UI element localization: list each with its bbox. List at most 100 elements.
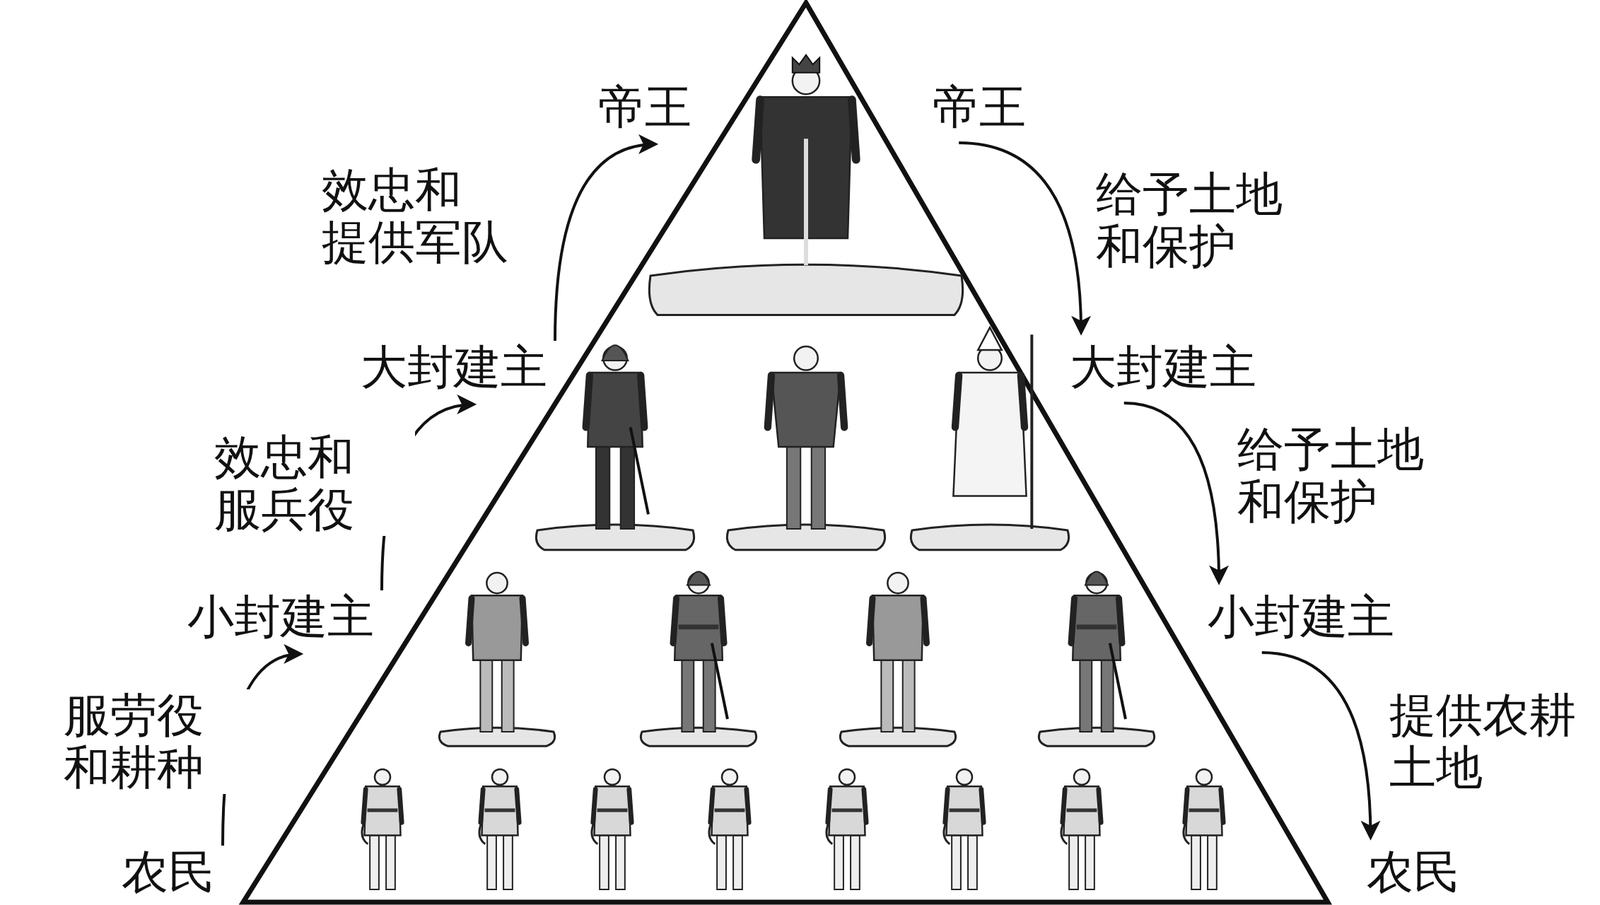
figure	[869, 572, 927, 732]
arm	[923, 598, 927, 644]
sickle	[361, 822, 368, 845]
pedestal	[726, 524, 885, 551]
body	[1064, 786, 1101, 835]
body	[771, 372, 841, 447]
arm	[1020, 375, 1025, 428]
arm	[1062, 789, 1065, 823]
belt	[597, 808, 628, 812]
arm	[863, 789, 867, 823]
arm	[1184, 789, 1188, 823]
leg	[480, 660, 493, 732]
rank-label: 农民	[1362, 842, 1465, 903]
rank-text: 农民	[121, 845, 215, 900]
arrow-label: 提供农耕 土地	[1389, 689, 1591, 794]
figure	[943, 769, 984, 890]
sickle	[709, 822, 715, 845]
figure	[953, 327, 1032, 529]
rank-label: 农民	[117, 842, 220, 903]
body	[829, 786, 866, 835]
sickle	[1061, 822, 1067, 845]
leg	[620, 446, 635, 529]
belt	[485, 808, 516, 812]
arm	[767, 375, 772, 428]
belt	[1189, 808, 1220, 812]
arm	[673, 598, 677, 644]
head	[1073, 769, 1090, 785]
sword	[1110, 643, 1126, 720]
leg	[501, 660, 515, 732]
figure	[755, 55, 857, 266]
figure	[1183, 769, 1224, 890]
curved-arrow	[1124, 403, 1219, 582]
arm	[593, 789, 596, 823]
figure	[673, 571, 728, 732]
pedestal	[535, 524, 694, 551]
leg	[880, 660, 893, 732]
sickle	[826, 822, 833, 845]
figure	[826, 769, 867, 890]
sickle	[1183, 822, 1190, 845]
pedestal	[640, 727, 756, 746]
arm	[721, 598, 725, 644]
leg	[786, 446, 801, 529]
head	[839, 769, 855, 785]
leg	[1191, 835, 1201, 891]
body	[946, 786, 983, 835]
leg	[716, 835, 727, 891]
arm	[1119, 598, 1123, 644]
pedestal	[439, 727, 555, 746]
leg	[386, 835, 396, 891]
leg	[681, 660, 694, 732]
figure	[479, 769, 519, 890]
head	[374, 769, 391, 785]
mitre	[977, 327, 1002, 350]
figure	[591, 769, 632, 890]
head	[721, 769, 738, 785]
body	[872, 595, 924, 661]
leg	[503, 835, 513, 891]
head	[793, 346, 819, 371]
body	[587, 372, 642, 447]
sword	[711, 643, 728, 720]
leg	[951, 835, 961, 891]
rank-label: 帝王	[928, 77, 1031, 138]
body	[482, 786, 519, 835]
rank-text: 大封建主	[360, 340, 548, 395]
sword	[803, 138, 809, 266]
arrow-label: 服劳役 和耕种	[63, 689, 265, 794]
arrow-label: 给予土地 和保护	[1095, 168, 1297, 273]
arm	[468, 598, 473, 644]
arm	[981, 789, 984, 823]
figure	[586, 345, 649, 529]
body	[711, 786, 749, 835]
rank-text: 农民	[1366, 845, 1461, 900]
arm	[399, 789, 402, 823]
rank-text: 小封建主	[187, 590, 375, 645]
arm	[955, 375, 959, 428]
body	[594, 786, 631, 835]
rank-text: 帝王	[598, 80, 692, 135]
body	[1072, 595, 1121, 661]
body	[674, 595, 723, 661]
head	[887, 572, 908, 594]
arm	[945, 789, 948, 823]
leg	[1085, 835, 1095, 891]
arm	[586, 375, 590, 428]
head	[486, 572, 507, 594]
leg	[811, 446, 826, 529]
rank-text: 帝王	[932, 80, 1026, 135]
sickle	[943, 822, 950, 845]
figure	[767, 346, 845, 529]
leg	[733, 835, 743, 891]
arm	[1071, 598, 1075, 644]
figure	[1061, 769, 1101, 890]
arm	[516, 789, 519, 823]
pedestal	[839, 727, 956, 746]
body	[1186, 786, 1223, 835]
leg	[902, 660, 915, 732]
sword	[630, 427, 649, 515]
leg	[1079, 660, 1092, 732]
arm	[363, 789, 366, 823]
rank-text: 大封建主	[1069, 340, 1257, 395]
body	[471, 595, 523, 661]
